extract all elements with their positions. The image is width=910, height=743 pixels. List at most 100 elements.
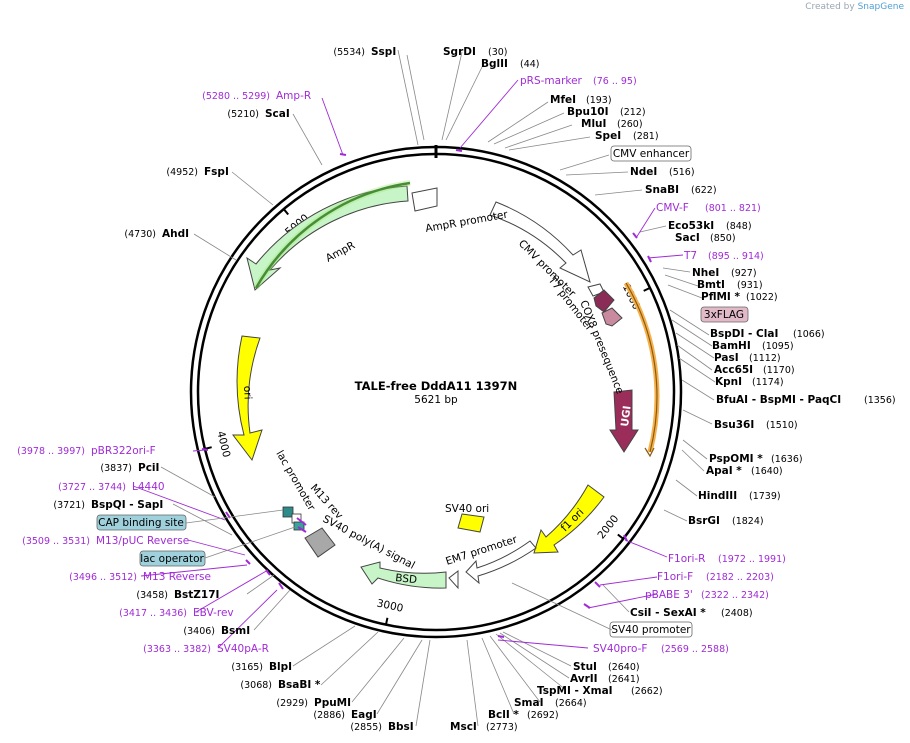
primer-name[interactable]: pRS-marker <box>520 75 583 87</box>
site-pos: (212) <box>620 107 646 118</box>
site-pos: (1022) <box>746 292 778 303</box>
primer-name[interactable]: M13/pUC Reverse <box>96 535 189 547</box>
em7-promoter-arrow <box>465 540 537 585</box>
tick-label: 3000 <box>376 597 405 614</box>
site-name[interactable]: BmtI <box>697 279 725 291</box>
site-pos: (2855) <box>350 722 382 733</box>
primer-name[interactable]: SV40pro-F <box>593 643 647 655</box>
site-pos: (1640) <box>751 466 783 477</box>
site-name[interactable]: PasI <box>714 352 739 364</box>
site-pos: (1636) <box>771 454 803 465</box>
site-name[interactable]: HindIII <box>698 490 737 502</box>
site-pos: (1112) <box>749 353 781 364</box>
site-pos: (2408) <box>721 608 753 619</box>
site-name[interactable]: NdeI <box>630 166 657 178</box>
site-name[interactable]: MfeI <box>550 94 576 106</box>
site-pos: (5210) <box>227 109 259 120</box>
site-name[interactable]: PspOMI * <box>709 453 763 465</box>
primer-name[interactable]: pBR322ori-F <box>91 445 156 457</box>
site-name[interactable]: SacI <box>675 232 700 244</box>
ampr-promoter-arrow <box>411 187 438 212</box>
primer-name[interactable]: F1ori-R <box>668 553 705 565</box>
site-name[interactable]: Acc65I <box>714 364 753 376</box>
primer-pos: (3727 .. 3744) <box>58 482 126 493</box>
site-name[interactable]: PpuMI <box>314 697 351 709</box>
primer-name[interactable]: F1ori-F <box>657 571 693 583</box>
site-name[interactable]: MluI <box>581 118 606 130</box>
site-name[interactable]: ApaI * <box>706 465 742 477</box>
site-name[interactable]: BsaBI * <box>278 679 321 691</box>
site-name[interactable]: BsrGI <box>688 515 720 527</box>
site-name[interactable]: ScaI <box>265 108 290 120</box>
site-pos: (3458) <box>136 590 168 601</box>
site-name[interactable]: SpeI <box>595 130 621 142</box>
site-name[interactable]: SspI <box>371 46 396 58</box>
site-name[interactable]: PflMI * <box>701 291 740 303</box>
cap-site-mark <box>282 506 294 518</box>
site-name[interactable]: Bpu10I <box>567 106 609 118</box>
site-name[interactable]: SgrDI <box>443 46 476 58</box>
site-name[interactable]: BglII <box>481 58 508 70</box>
cox8-label: COX8 presequence <box>577 299 626 396</box>
site-name[interactable]: AvrII <box>570 673 598 685</box>
site-name[interactable]: BamHI <box>712 340 751 352</box>
primer-name[interactable]: CMV-F <box>656 202 689 214</box>
primer-pos: (3509 .. 3531) <box>22 536 90 547</box>
site-name[interactable]: KpnI <box>715 376 742 388</box>
primer-pos: (3496 .. 3512) <box>69 572 137 583</box>
tick-mark <box>643 286 651 292</box>
site-name[interactable]: EagI <box>351 709 377 721</box>
flag-arrow <box>601 307 623 327</box>
site-name[interactable]: BbsI <box>388 721 414 733</box>
primer-name[interactable]: T7 <box>683 250 697 262</box>
ampr-label: AmpR <box>324 239 357 264</box>
ampr-arrow <box>246 185 409 291</box>
site-pos: (2773) <box>486 722 518 733</box>
site-name[interactable]: BspQI - SapI <box>91 499 163 511</box>
site-name[interactable]: FspI <box>204 166 229 178</box>
site-name[interactable]: AhdI <box>162 228 189 240</box>
site-pos: (1174) <box>752 377 784 388</box>
small-promoter-arrow <box>448 569 459 590</box>
backbone <box>189 145 683 639</box>
site-name[interactable]: NheI <box>692 267 719 279</box>
cox8-arrow <box>593 289 615 313</box>
site-name[interactable]: Eco53kI <box>668 220 714 232</box>
site-name[interactable]: BspDI - ClaI <box>710 328 778 340</box>
ugi-label: UGI <box>619 405 633 427</box>
site-pos: (2692) <box>527 710 559 721</box>
bsd-arrow <box>360 561 447 589</box>
site-pos: (3837) <box>100 463 132 474</box>
site-name[interactable]: SnaBI <box>645 184 679 196</box>
site-name[interactable]: PciI <box>138 462 159 474</box>
site-pos: (281) <box>633 131 659 142</box>
site-name[interactable]: TspMI - XmaI <box>537 685 613 697</box>
site-name[interactable]: Bsu36I <box>714 419 754 431</box>
tick-label: 4000 <box>214 430 232 459</box>
primer-name[interactable]: M13 Reverse <box>143 571 211 583</box>
site-pos: (2929) <box>276 698 308 709</box>
site-name[interactable]: CsiI - SexAI * <box>630 607 706 619</box>
site-name[interactable]: BstZ17I <box>174 589 219 601</box>
site-name[interactable]: BsmI <box>221 625 250 637</box>
sv40-promoter-label: SV40 promoter <box>611 624 691 636</box>
primer-pos: (3363 .. 3382) <box>143 644 211 655</box>
site-name[interactable]: MscI <box>450 721 477 733</box>
primer-name[interactable]: Amp-R <box>276 90 311 102</box>
primer-name[interactable]: EBV-rev <box>193 607 234 619</box>
site-name[interactable]: BclI * <box>488 709 519 721</box>
site-name[interactable]: SmaI <box>514 697 544 709</box>
site-name[interactable]: BlpI <box>269 661 292 673</box>
ampr-promoter-label: AmpR promoter <box>424 209 509 235</box>
credit-brand: SnapGene <box>857 2 904 12</box>
primer-name[interactable]: pBABE 3' <box>645 589 693 601</box>
cmv-promoter-arrow <box>489 201 591 283</box>
primer-name[interactable]: L4440 <box>132 481 165 493</box>
site-pos: (927) <box>731 268 757 279</box>
site-name[interactable]: BfuAI - BspMI - PaqCI <box>716 394 841 406</box>
site-name[interactable]: StuI <box>573 661 597 673</box>
primer-name[interactable]: SV40pA-R <box>217 643 269 655</box>
primer-pos: (76 .. 95) <box>593 76 637 87</box>
site-pos: (5534) <box>333 47 365 58</box>
